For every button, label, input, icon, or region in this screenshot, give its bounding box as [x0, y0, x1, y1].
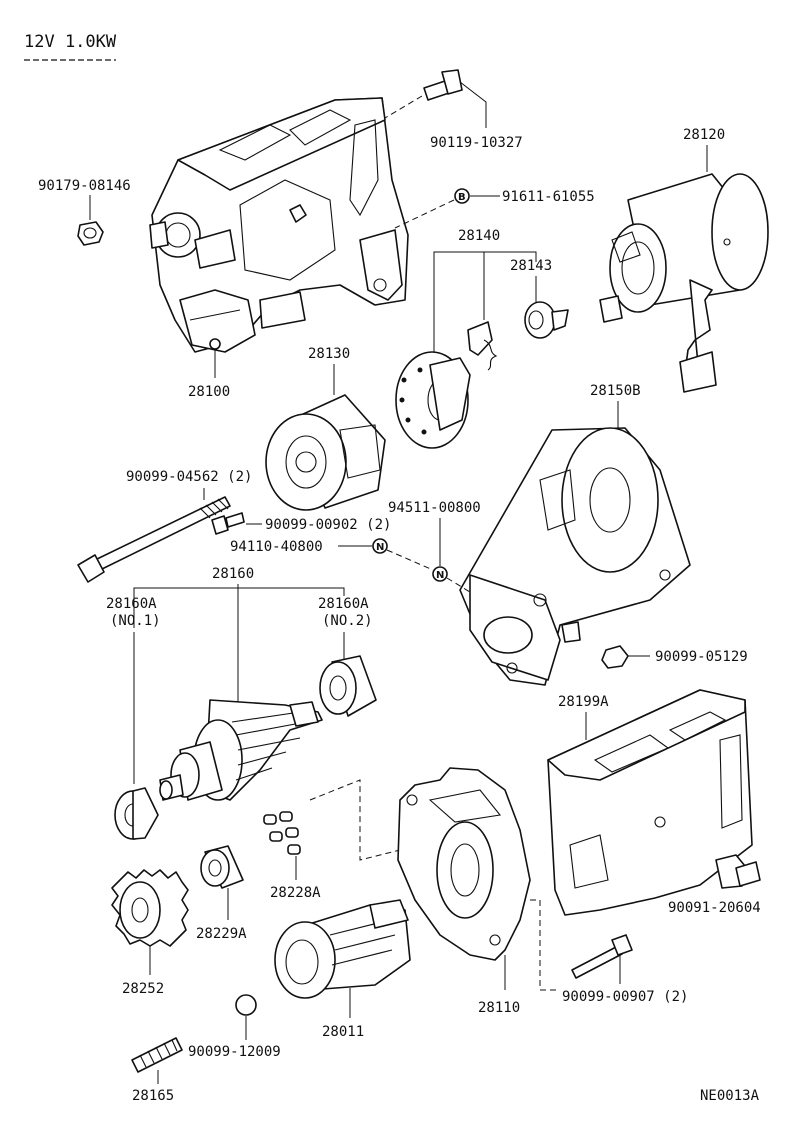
label-28150B: 28150B — [590, 383, 641, 399]
dash-nut-to-nut — [386, 549, 434, 571]
label-28100: 28100 — [188, 384, 230, 400]
part-28229A-retainer — [200, 845, 244, 889]
label-90119-10327: 90119-10327 — [430, 135, 523, 151]
part-28100-starter-assembly — [149, 97, 409, 353]
label-28160A-no1-sub: (NO.1) — [110, 613, 161, 629]
label-28160A-no2-sub: (NO.2) — [322, 613, 373, 629]
part-28140-brush-spring — [467, 321, 498, 371]
part-28120-yoke — [599, 173, 769, 393]
label-90099-00902: 90099-00902 (2) — [265, 517, 391, 533]
part-91611-61055-fastener: B — [454, 188, 470, 204]
dash-91611-to-starter — [394, 199, 455, 229]
label-90099-05129: 90099-05129 — [655, 649, 748, 665]
part-28160A-no2-bearing — [319, 655, 377, 717]
symbol-n-94511: N — [436, 570, 444, 581]
part-28199A-cover — [547, 689, 753, 916]
part-90099-00907-bolt — [571, 934, 633, 979]
label-90091-20604: 90091-20604 — [668, 900, 761, 916]
part-28130-field-frame — [265, 394, 386, 511]
label-28165: 28165 — [132, 1088, 174, 1104]
diagram-title: 12V 1.0KW — [24, 32, 117, 52]
part-28140-brush-plate — [395, 351, 471, 449]
label-28199A: 28199A — [558, 694, 609, 710]
part-28160A-no1-bearing — [114, 787, 159, 840]
part-28110-housing — [397, 767, 531, 961]
label-28228A: 28228A — [270, 885, 321, 901]
part-28160-armature — [159, 699, 323, 801]
part-28252-gear — [111, 869, 189, 947]
label-28252: 28252 — [122, 981, 164, 997]
leader-28160-bracket — [133, 587, 345, 628]
drawing-code: NE0013A — [700, 1088, 760, 1104]
part-94511-00800-nut: N — [432, 566, 448, 582]
label-90099-12009: 90099-12009 — [188, 1044, 281, 1060]
part-90099-04562-through-bolt — [77, 496, 231, 583]
part-90099-05129-nut — [601, 645, 629, 669]
part-90099-12009-ball — [235, 994, 257, 1016]
label-90099-04562: 90099-04562 (2) — [126, 469, 252, 485]
label-94511-00800: 94511-00800 — [388, 500, 481, 516]
symbol-b: B — [458, 192, 466, 203]
label-90179-08146: 90179-08146 — [38, 178, 131, 194]
label-28160: 28160 — [212, 566, 254, 582]
dash-bolt-to-starter — [384, 95, 423, 119]
part-28228A-pins — [263, 811, 301, 855]
label-28110: 28110 — [478, 1000, 520, 1016]
part-90091-20604-bolt — [715, 854, 761, 889]
label-91611-61055: 91611-61055 — [502, 189, 595, 205]
part-28150B-drive-housing — [459, 427, 691, 686]
leader-90119-10327 — [459, 81, 487, 128]
part-28143-bearing — [524, 301, 569, 339]
dash-pins-to-housing — [309, 779, 401, 861]
symbol-n-94110: N — [376, 542, 384, 553]
part-90179-08146-nut — [77, 221, 104, 246]
label-90099-00907: 90099-00907 (2) — [562, 989, 688, 1005]
label-28160A-no1: 28160A — [106, 596, 157, 612]
label-28143: 28143 — [510, 258, 552, 274]
label-28160A-no2: 28160A — [318, 596, 369, 612]
leader-28140 — [433, 251, 537, 370]
part-90099-00902-screw — [211, 512, 245, 535]
label-28229A: 28229A — [196, 926, 247, 942]
label-28011: 28011 — [322, 1024, 364, 1040]
part-28011-clutch — [274, 899, 411, 999]
dash-housing-to-bolt — [530, 899, 560, 991]
part-90119-10327-bolt — [423, 69, 463, 101]
part-28165-spring — [131, 1037, 183, 1073]
label-28140: 28140 — [458, 228, 500, 244]
label-28120: 28120 — [683, 127, 725, 143]
label-28130: 28130 — [308, 346, 350, 362]
label-94110-40800: 94110-40800 — [230, 539, 323, 555]
part-94110-40800-nut: N — [372, 538, 388, 554]
dash-nut-to-housing — [446, 577, 471, 593]
